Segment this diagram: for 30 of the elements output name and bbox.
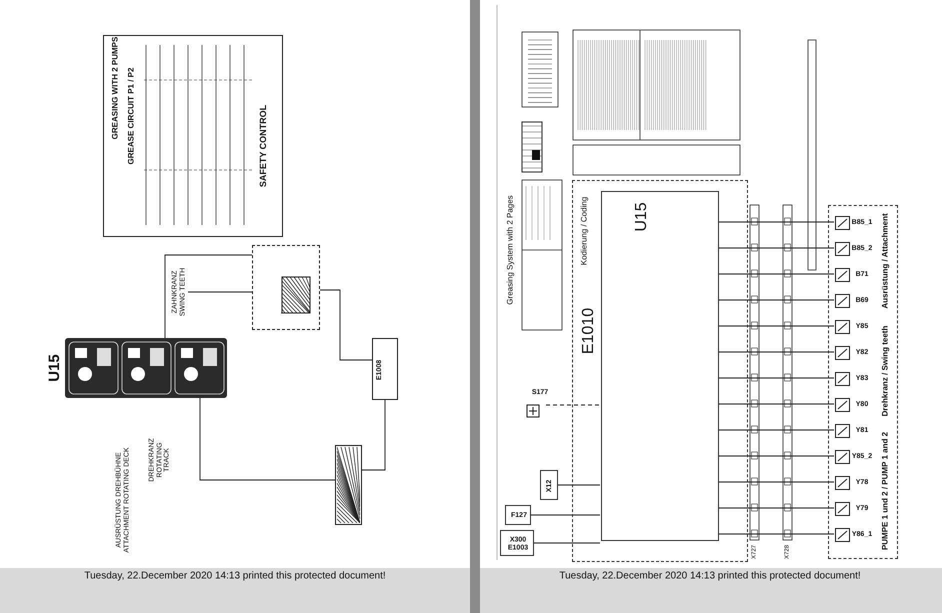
- label-text: PUMPE 1 und 2 / PUMP 1 and 2: [882, 432, 890, 550]
- connector-line: [530, 514, 600, 516]
- label-text: U15: [633, 202, 651, 232]
- pump-group-frame: [828, 205, 898, 559]
- footer-text: Tuesday, 22.December 2020 14:13 printed this protected document!: [559, 570, 861, 582]
- label-text: E1010: [580, 308, 598, 354]
- footer-text: Tuesday, 22.December 2020 14:13 printed this protected document!: [84, 570, 386, 582]
- connector-line: [200, 398, 336, 480]
- side-title: Greasing System with 2 Pages: [506, 195, 516, 305]
- grease-chart-frame: [103, 35, 283, 237]
- connector-box: [372, 338, 398, 400]
- fuse-box: [505, 505, 531, 525]
- label-text: SAFETY CONTROL: [259, 104, 269, 188]
- label-text: Ausrüstung / Attachment: [882, 213, 890, 309]
- connector-line: [534, 542, 600, 544]
- connector-box: [540, 470, 558, 500]
- label-text: GREASING WITH 2 PUMPS: [112, 36, 120, 140]
- label-text: U15: [46, 354, 64, 382]
- connector-box: [500, 530, 534, 556]
- grease-distributor-box: [252, 245, 320, 330]
- connector-line: [164, 254, 252, 338]
- control-cabinet-frame: [572, 180, 748, 562]
- label-text: Drehkranz / Swing teeth: [882, 326, 890, 416]
- connector-line: [558, 484, 600, 486]
- connector-line: [320, 290, 372, 360]
- label-text: Kodierung / Coding: [580, 196, 590, 266]
- control-unit-frame: [601, 191, 719, 541]
- label-text: GREASE CIRCUIT P1 / P2: [128, 68, 136, 164]
- connector-line: [362, 400, 386, 470]
- connector-line: [546, 404, 600, 406]
